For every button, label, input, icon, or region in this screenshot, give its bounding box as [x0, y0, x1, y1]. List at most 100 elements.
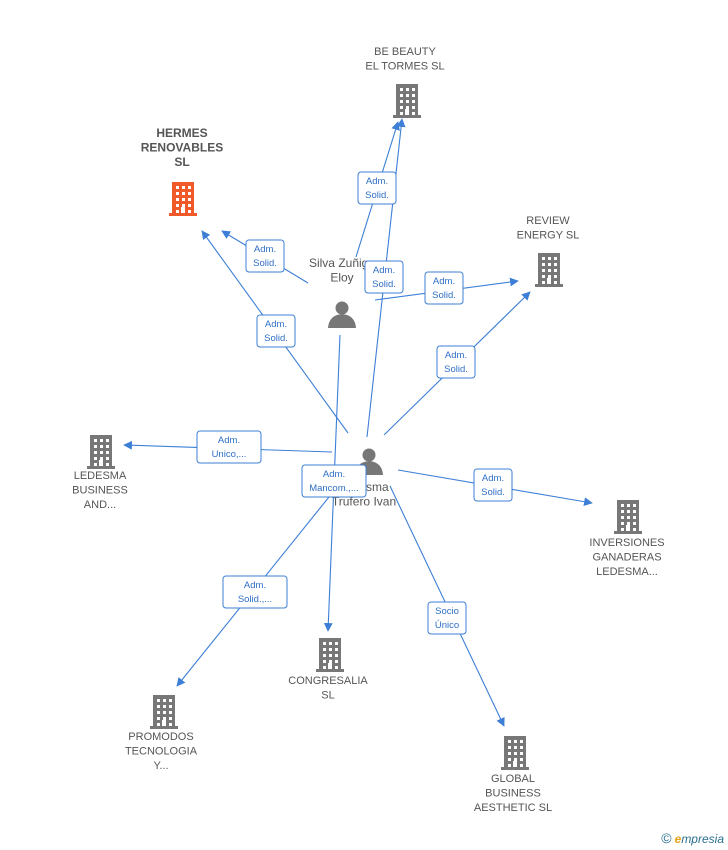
empresia-watermark[interactable]: ©empresia	[661, 830, 724, 846]
role-tag-text: Solid.	[365, 190, 389, 201]
company-label-line: HERMES	[156, 126, 207, 140]
company-node-inversiones[interactable]: INVERSIONES GANADERAS LEDESMA...	[589, 500, 665, 578]
role-tag-text: Mancom.,...	[309, 483, 359, 494]
building-icon[interactable]	[393, 84, 421, 118]
role-tag-text: Solid.	[372, 279, 396, 290]
company-node-congresalia[interactable]: CONGRESALIA SL	[288, 638, 368, 702]
company-node-global[interactable]: GLOBAL BUSINESS AESTHETIC SL	[474, 736, 552, 814]
role-tag-text: Adm.	[366, 176, 388, 187]
company-label: REVIEW ENERGY SL	[517, 215, 580, 242]
company-label-line: Y...	[153, 760, 168, 772]
company-label-line: ENERGY SL	[517, 230, 580, 242]
brand-initial: e	[674, 832, 682, 846]
role-tag-text: Adm.	[265, 319, 287, 330]
company-label-line: REVIEW	[526, 215, 570, 227]
role-tag-box	[245, 239, 285, 273]
role-tag-text: Solid.	[264, 333, 288, 344]
edge-role-tag[interactable]: Adm. Mancom.,...	[301, 464, 367, 498]
building-icon[interactable]	[501, 736, 529, 770]
role-tag-text: Adm.	[218, 435, 240, 446]
building-icon[interactable]	[316, 638, 344, 672]
edge-role-tag[interactable]: Adm.Solid.	[424, 271, 464, 305]
company-label-line: SL	[174, 155, 189, 169]
company-label-line: CONGRESALIA	[288, 675, 368, 687]
copyright-symbol: ©	[661, 830, 672, 846]
person-icon[interactable]	[328, 301, 356, 329]
company-label-line: INVERSIONES	[589, 537, 664, 549]
person-label-line: Silva Zuñiga	[309, 256, 375, 270]
role-tag-box	[436, 345, 476, 379]
company-label-line: LEDESMA...	[596, 566, 658, 578]
edge-tags-layer: Adm. Solid. Adm. Solid. Adm. Solid. Adm. Solid.…	[196, 171, 513, 635]
role-tag-text: Adm.	[323, 469, 345, 480]
role-tag-box	[424, 271, 464, 305]
company-label-line: BUSINESS	[485, 788, 541, 800]
building-icon[interactable]	[614, 500, 642, 534]
company-label-line: SL	[321, 690, 334, 702]
role-tag-box	[357, 171, 397, 205]
role-tag-text: Solid.,...	[238, 594, 272, 605]
role-tag-text: Adm.	[254, 244, 276, 255]
role-tag-text: Solid.	[253, 258, 277, 269]
role-tag-text: Adm.	[482, 473, 504, 484]
role-tag-box	[196, 430, 262, 464]
edge-role-tag[interactable]: Adm. Solid.,...	[222, 575, 288, 609]
company-label-line: LEDESMA	[74, 470, 127, 482]
role-tag-text: Adm.	[433, 276, 455, 287]
edge-role-tag[interactable]: Adm. Solid.	[436, 345, 476, 379]
brand-name: mpresia	[681, 832, 724, 846]
role-tag-box	[364, 260, 404, 294]
company-label: INVERSIONES GANADERAS LEDESMA...	[589, 537, 664, 578]
edge-role-tag[interactable]: Adm. Solid.	[364, 260, 404, 294]
company-label: PROMODOS TECNOLOGIA Y...	[125, 731, 198, 772]
company-node-promodos[interactable]: PROMODOS TECNOLOGIA Y...	[125, 695, 198, 772]
company-label: CONGRESALIA SL	[288, 675, 368, 702]
company-label-line: RENOVABLES	[141, 141, 223, 155]
building-icon[interactable]	[535, 253, 563, 287]
role-tag-box	[427, 601, 467, 635]
role-tag-text: Adm.	[445, 350, 467, 361]
building-icon[interactable]	[87, 435, 115, 469]
role-tag-text: Socio	[435, 606, 459, 617]
edge-role-tag[interactable]: Adm. Unico,...	[196, 430, 262, 464]
building-icon[interactable]	[150, 695, 178, 729]
role-tag-box	[301, 464, 367, 498]
company-label-line: GLOBAL	[491, 773, 535, 785]
person-label-line: Eloy	[330, 271, 353, 285]
company-node-review[interactable]: REVIEW ENERGY SL	[517, 215, 580, 287]
building-icon[interactable]	[169, 182, 197, 216]
company-label-line: EL TORMES SL	[365, 61, 444, 73]
edges-layer	[123, 118, 593, 727]
edge-role-tag[interactable]: Adm. Solid.	[245, 239, 285, 273]
edge-role-tag[interactable]: Adm. Solid.	[473, 468, 513, 502]
role-tag-text: Adm.	[244, 580, 266, 591]
role-tag-box	[473, 468, 513, 502]
edge-role-tag[interactable]: Adm. Solid.	[357, 171, 397, 205]
company-label-line: AND...	[84, 499, 116, 511]
role-tag-text: Solid.	[444, 364, 468, 375]
role-tag-text: Adm.	[373, 265, 395, 276]
company-label: GLOBAL BUSINESS AESTHETIC SL	[474, 773, 552, 814]
role-tag-box	[256, 314, 296, 348]
company-label-line: TECNOLOGIA	[125, 746, 198, 758]
role-tag-text: Unico,...	[212, 449, 247, 460]
role-tag-text: Único	[435, 620, 459, 631]
edge-role-tag[interactable]: Adm. Solid.	[256, 314, 296, 348]
role-tag-text: Solid.	[481, 487, 505, 498]
company-label-line: AESTHETIC SL	[474, 802, 552, 814]
person-label-line: Trufero Ivan	[332, 495, 396, 509]
role-tag-box	[222, 575, 288, 609]
company-label-line: GANADERAS	[592, 552, 661, 564]
company-label-line: PROMODOS	[128, 731, 193, 743]
